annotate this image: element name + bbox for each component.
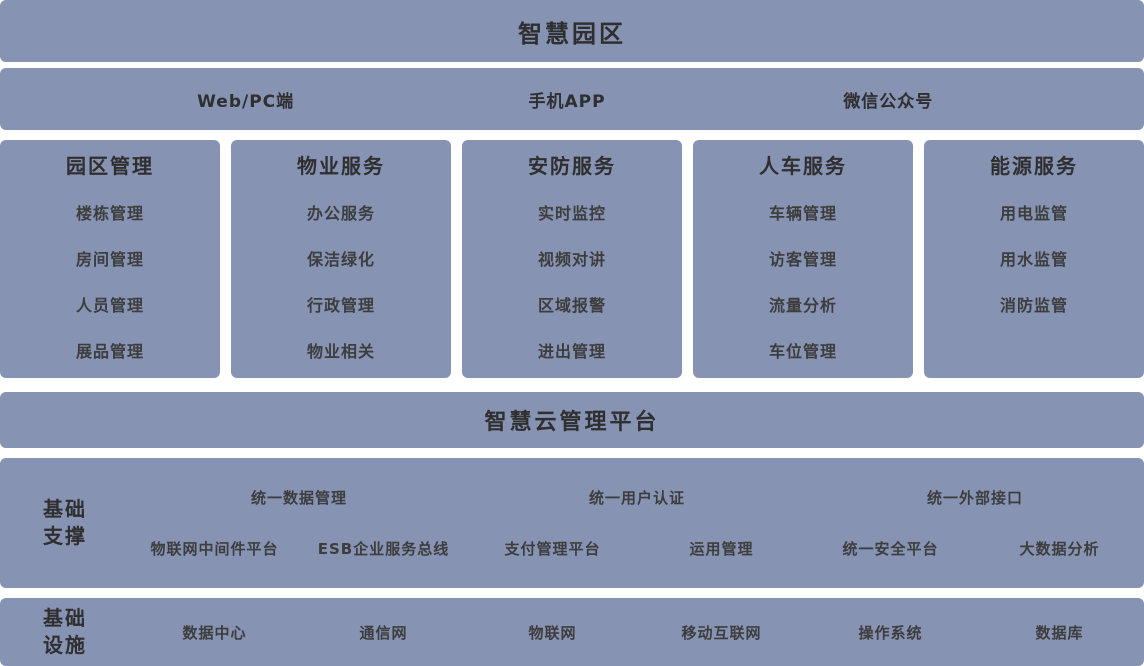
infra-item-operating-system: 操作系统 <box>858 623 923 642</box>
infra-item-mobile-internet: 移动互联网 <box>681 623 762 642</box>
support-item-big-data-analysis: 大数据分析 <box>1019 540 1100 558</box>
title-banner: 智慧园区 <box>0 0 1144 62</box>
service-item: 物业相关 <box>306 342 375 361</box>
access-item-web-pc: Web/PC端 <box>197 91 295 112</box>
infra-item-communication-network: 通信网 <box>359 623 408 642</box>
support-item-unified-data-management: 统一数据管理 <box>250 489 347 507</box>
service-item: 用电监管 <box>999 204 1068 223</box>
infra-item-database: 数据库 <box>1035 623 1084 642</box>
basic-support-label: 基础 支撑 <box>0 458 130 588</box>
infra-item-data-center: 数据中心 <box>182 623 247 642</box>
support-item-esb-service-bus: ESB企业服务总线 <box>317 540 450 558</box>
divider <box>0 130 1144 140</box>
service-item: 人员管理 <box>75 296 144 315</box>
service-column-title: 物业服务 <box>297 154 385 178</box>
basic-support-body: 统一数据管理 统一用户认证 统一外部接口 物联网中间件平台 ESB企业服务总线 … <box>130 458 1144 588</box>
support-item-operation-management: 运用管理 <box>689 540 754 558</box>
access-item-wechat-official-account: 微信公众号 <box>843 91 934 112</box>
service-column-security-services: 安防服务 实时监控 视频对讲 区域报警 进出管理 <box>462 140 682 378</box>
label-line: 基础 <box>43 497 87 521</box>
service-item: 办公服务 <box>306 204 375 223</box>
service-column-title: 人车服务 <box>759 154 847 178</box>
cloud-platform-banner: 智慧云管理平台 <box>0 392 1144 448</box>
label-line: 设施 <box>43 633 87 657</box>
support-item-unified-external-interface: 统一外部接口 <box>926 489 1023 507</box>
basic-support-section: 基础 支撑 统一数据管理 统一用户认证 统一外部接口 物联网中间件平台 ESB企… <box>0 458 1144 588</box>
label-line: 支撑 <box>43 524 87 548</box>
label-line: 基础 <box>43 606 87 630</box>
service-column-people-vehicle-services: 人车服务 车辆管理 访客管理 流量分析 车位管理 <box>693 140 913 378</box>
infrastructure-row: 数据中心 通信网 物联网 移动互联网 操作系统 数据库 <box>130 622 1144 643</box>
infra-item-iot-network: 物联网 <box>528 623 577 642</box>
service-item: 消防监管 <box>999 296 1068 315</box>
service-item: 保洁绿化 <box>306 250 375 269</box>
diagram-title: 智慧园区 <box>518 19 626 48</box>
support-item-unified-security-platform: 统一安全平台 <box>842 540 939 558</box>
infrastructure-label: 基础 设施 <box>0 598 130 666</box>
support-item-payment-management-platform: 支付管理平台 <box>504 540 601 558</box>
infrastructure-body: 数据中心 通信网 物联网 移动互联网 操作系统 数据库 <box>130 598 1144 666</box>
service-item: 流量分析 <box>768 296 837 315</box>
infrastructure-section: 基础 设施 数据中心 通信网 物联网 移动互联网 操作系统 数据库 <box>0 598 1144 666</box>
support-item-iot-middleware-platform: 物联网中间件平台 <box>150 540 279 558</box>
service-column-energy-services: 能源服务 用电监管 用水监管 消防监管 <box>924 140 1144 378</box>
service-columns-row: 园区管理 楼栋管理 房间管理 人员管理 展品管理 物业服务 办公服务 保洁绿化 … <box>0 140 1144 378</box>
service-item: 车位管理 <box>768 342 837 361</box>
service-column-property-services: 物业服务 办公服务 保洁绿化 行政管理 物业相关 <box>231 140 451 378</box>
service-column-title: 安防服务 <box>528 154 616 178</box>
service-item: 访客管理 <box>768 250 837 269</box>
service-item: 房间管理 <box>75 250 144 269</box>
service-column-park-management: 园区管理 楼栋管理 房间管理 人员管理 展品管理 <box>0 140 220 378</box>
service-item: 实时监控 <box>537 204 606 223</box>
service-item: 展品管理 <box>75 342 144 361</box>
service-item: 进出管理 <box>537 342 606 361</box>
service-item: 用水监管 <box>999 250 1068 269</box>
support-row-2: 物联网中间件平台 ESB企业服务总线 支付管理平台 运用管理 统一安全平台 大数… <box>130 538 1144 559</box>
service-item: 视频对讲 <box>537 250 606 269</box>
service-item: 行政管理 <box>306 296 375 315</box>
support-row-1: 统一数据管理 统一用户认证 统一外部接口 <box>130 487 1144 508</box>
support-item-unified-user-auth: 统一用户认证 <box>588 489 685 507</box>
service-column-title: 能源服务 <box>990 154 1078 178</box>
divider <box>0 588 1144 598</box>
service-item: 楼栋管理 <box>75 204 144 223</box>
cloud-platform-title: 智慧云管理平台 <box>484 410 660 435</box>
service-column-title: 园区管理 <box>66 154 154 178</box>
access-channels-banner: Web/PC端 手机APP 微信公众号 <box>0 68 1144 130</box>
access-item-mobile-app: 手机APP <box>528 91 606 112</box>
divider <box>0 378 1144 392</box>
service-item: 车辆管理 <box>768 204 837 223</box>
service-item: 区域报警 <box>537 296 606 315</box>
divider <box>0 448 1144 458</box>
